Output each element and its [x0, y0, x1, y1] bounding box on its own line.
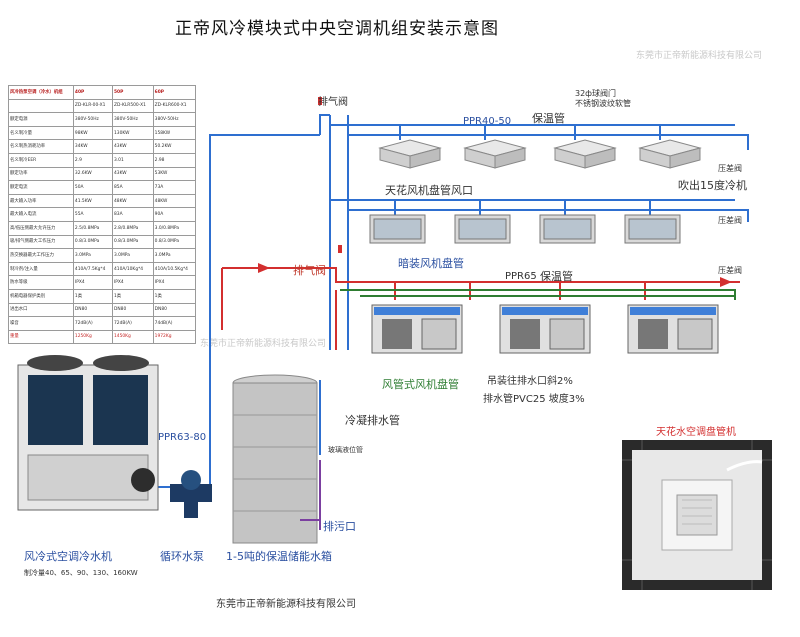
- label-exhaust-valve-mid: 排气阀: [293, 264, 326, 277]
- label-exhaust-valve-top: 排气阀: [318, 97, 348, 108]
- label-concealed-fcu: 暗装风机盘管: [398, 257, 464, 270]
- label-chiller: 风冷式空调冷水机: [24, 550, 112, 563]
- label-insulation-2: 保温管: [540, 270, 573, 283]
- label-ceiling-fcu: 天花风机盘管风口: [385, 184, 473, 197]
- label-pressure-valve-3: 压差阀: [718, 266, 742, 275]
- circulation-pump: [170, 470, 212, 518]
- label-chiller-capacity: 制冷量40、65、90、130、160KW: [24, 569, 138, 577]
- label-stainless-hose: 不锈钢波纹软管: [575, 99, 631, 108]
- label-pressure-valve-1: 压差阀: [718, 164, 742, 173]
- label-ball-valve: 32ф球阀门: [575, 89, 617, 98]
- spec-cell: 1250Kg: [72, 329, 113, 345]
- spec-cell: 重量: [8, 329, 74, 345]
- chiller-unit: [17, 355, 159, 511]
- label-ppr40: PPR40-50: [463, 116, 512, 127]
- diagram-title: 正帝风冷模块式中央空调机组安装示意图: [175, 19, 499, 39]
- label-insulation-1: 保温管: [532, 112, 565, 125]
- label-condensate: 冷凝排水管: [345, 414, 400, 427]
- label-ducted-fcu: 风管式风机盘管: [382, 378, 459, 391]
- concealed-fcu-units: [369, 214, 681, 244]
- label-level-pipe: 玻璃液位管: [328, 446, 363, 454]
- spec-cell: 1972Kg: [152, 329, 197, 345]
- watermark-mid: 东莞市正帝新能源科技有限公司: [200, 339, 327, 349]
- label-drain-slope: 吊装往排水口斜2%: [487, 376, 573, 387]
- label-tank: 1-5吨的保温储能水箱: [226, 550, 332, 563]
- ceiling-cassette-units: [378, 139, 702, 169]
- label-pressure-valve-2: 压差阀: [718, 216, 742, 225]
- watermark-top: 东莞市正帝新能源科技有限公司: [636, 51, 763, 61]
- label-ppr63: PPR63-80: [158, 432, 207, 443]
- spec-cell: 3.0MPa: [72, 248, 113, 263]
- label-blow-out: 吹出15度冷机: [678, 179, 747, 192]
- label-pump: 循环水泵: [160, 550, 204, 563]
- storage-tank: [232, 374, 318, 544]
- spec-cell: 1450Kg: [111, 329, 154, 345]
- spec-cell: 55A: [72, 207, 113, 222]
- ducted-fcu-units: [371, 304, 719, 354]
- label-sewage: 排污口: [323, 520, 356, 533]
- label-ppr65: PPR65: [505, 271, 537, 282]
- photo-title: 天花水空调盘管机: [656, 427, 736, 438]
- ceiling-unit-photo: [622, 440, 772, 590]
- label-drain-pipe: 排水管PVC25 坡度3%: [483, 394, 585, 405]
- footer-company: 东莞市正帝新能源科技有限公司: [216, 599, 356, 610]
